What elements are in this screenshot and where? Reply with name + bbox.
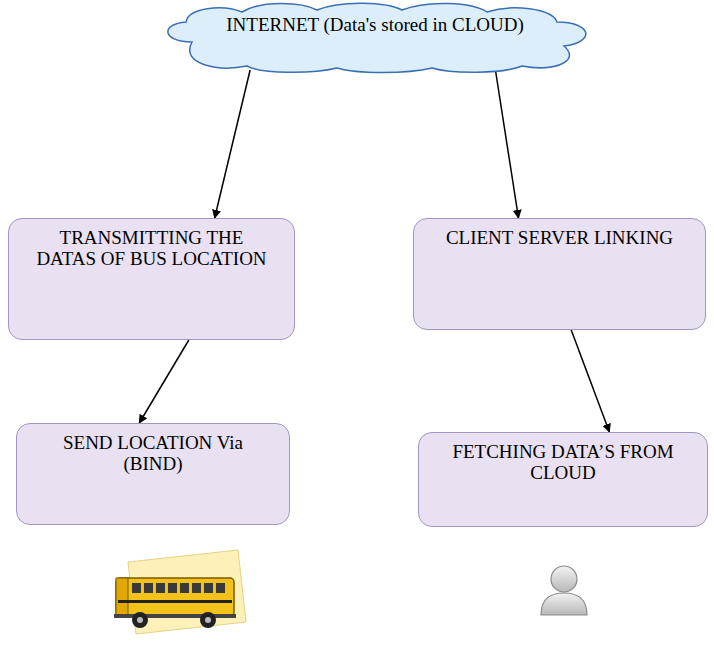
arrow-connector — [495, 70, 518, 218]
user-icon — [538, 562, 590, 618]
node-label: FETCHING DATA’S FROM CLOUD — [443, 441, 683, 483]
node-label: INTERNET (Data's stored in CLOUD) — [205, 14, 545, 35]
node-label: CLIENT SERVER LINKING — [440, 227, 680, 248]
arrow-connector — [139, 340, 189, 423]
node-label: TRANSMITTING THE DATAS OF BUS LOCATION — [32, 227, 272, 269]
process-box: TRANSMITTING THE DATAS OF BUS LOCATION — [8, 218, 295, 340]
node-label: SEND LOCATION Via (BIND) — [33, 432, 273, 474]
process-box: FETCHING DATA’S FROM CLOUD — [418, 432, 708, 527]
bus-icon — [110, 548, 250, 643]
process-box: SEND LOCATION Via (BIND) — [16, 423, 290, 525]
cloud-node: INTERNET (Data's stored in CLOUD) — [152, 2, 598, 74]
cloud-shape — [152, 2, 598, 74]
arrow-connector — [215, 70, 250, 218]
process-box: CLIENT SERVER LINKING — [413, 218, 706, 330]
arrow-connector — [571, 330, 609, 432]
